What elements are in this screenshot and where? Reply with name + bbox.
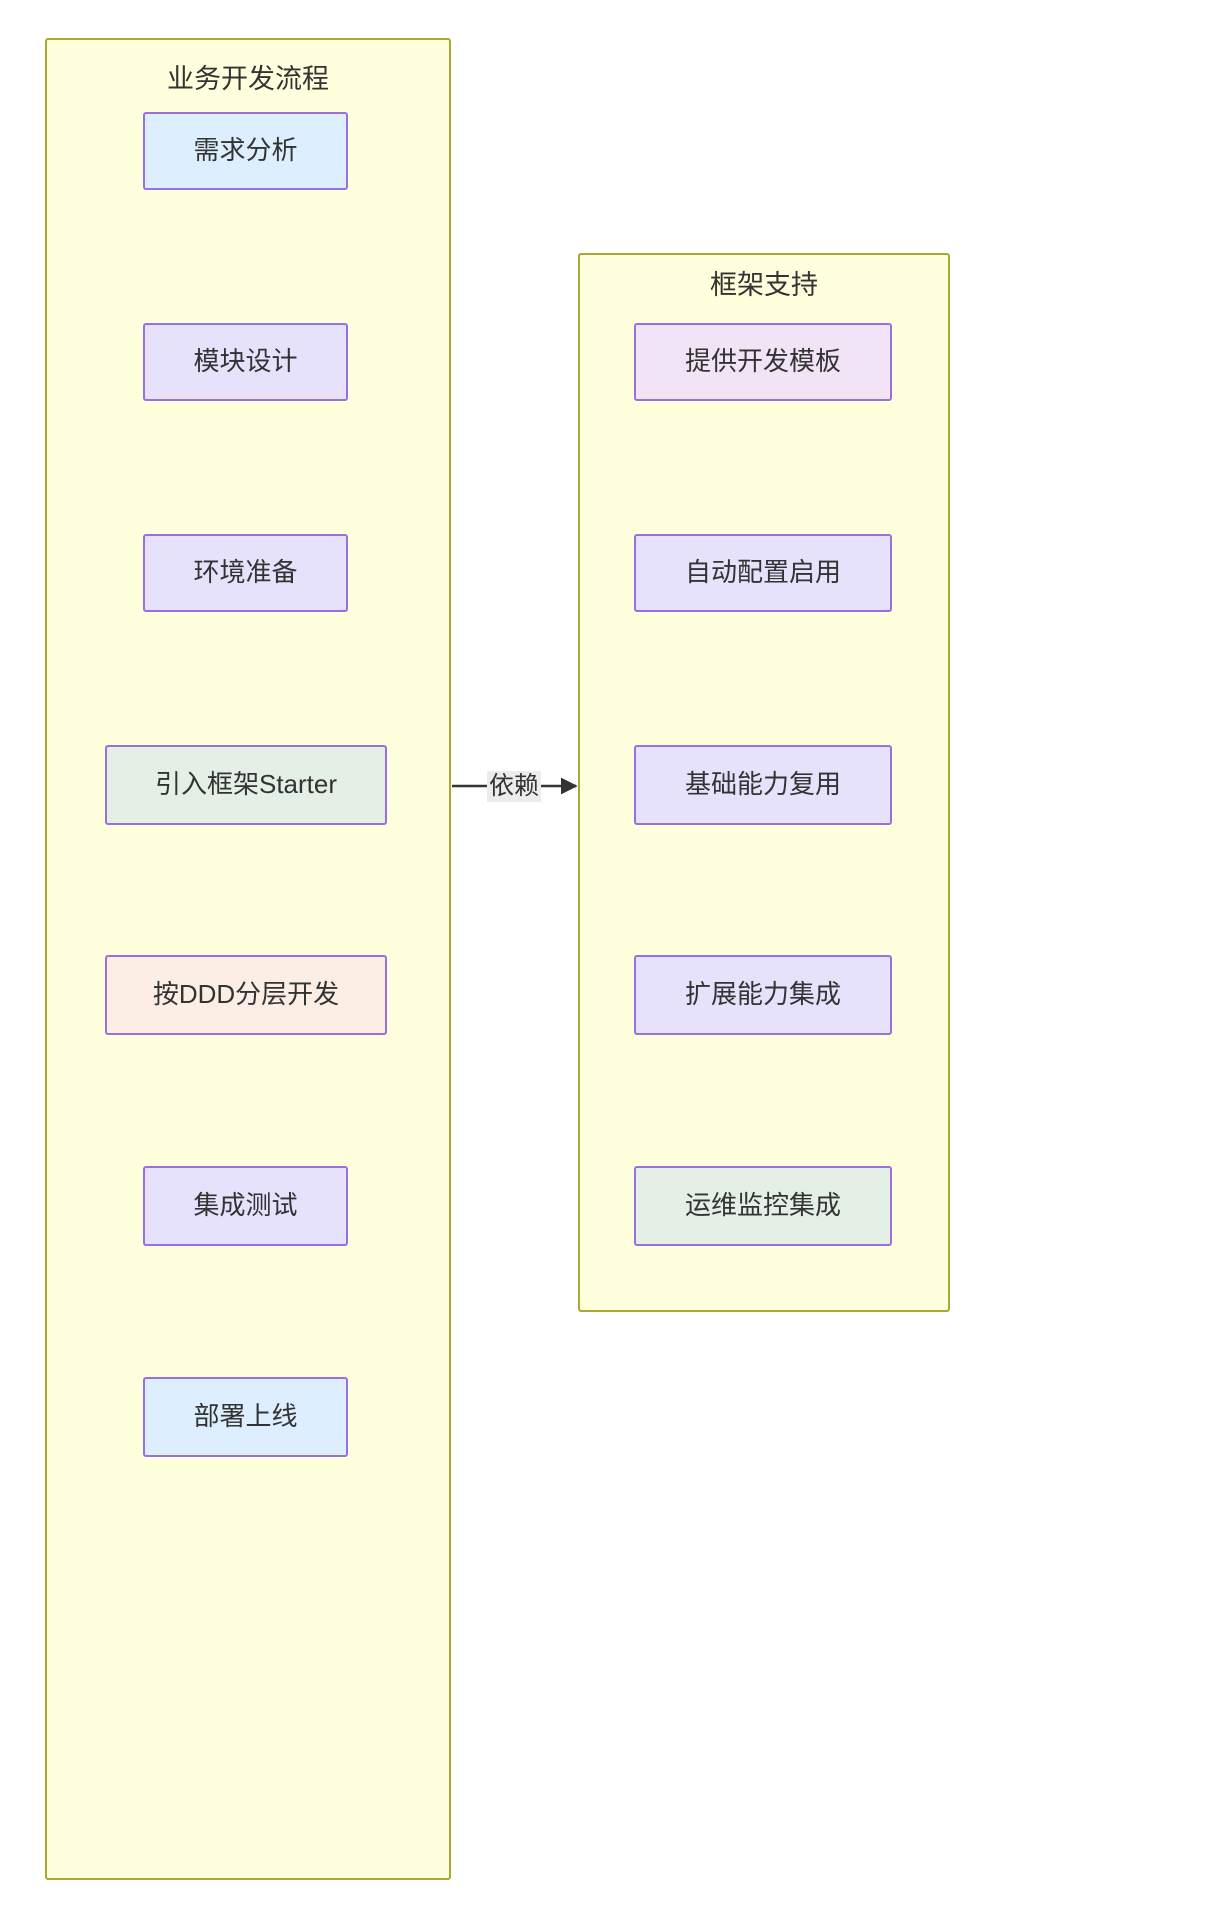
node-ops[interactable]: 运维监控集成 [634, 1166, 892, 1246]
node-module[interactable]: 模块设计 [143, 323, 348, 401]
node-ddd[interactable]: 按DDD分层开发 [105, 955, 387, 1035]
subgraph-title-business-flow: 业务开发流程 [167, 64, 329, 94]
node-starter[interactable]: 引入框架Starter [105, 745, 387, 825]
node-reuse[interactable]: 基础能力复用 [634, 745, 892, 825]
subgraph-title-framework-support: 框架支持 [710, 270, 818, 300]
node-test[interactable]: 集成测试 [143, 1166, 348, 1246]
node-req[interactable]: 需求分析 [143, 112, 348, 190]
node-deploy[interactable]: 部署上线 [143, 1377, 348, 1457]
node-env[interactable]: 环境准备 [143, 534, 348, 612]
node-template[interactable]: 提供开发模板 [634, 323, 892, 401]
node-autoconf[interactable]: 自动配置启用 [634, 534, 892, 612]
node-extend[interactable]: 扩展能力集成 [634, 955, 892, 1035]
edge-label-starter-to-reuse: 依赖 [487, 771, 542, 802]
